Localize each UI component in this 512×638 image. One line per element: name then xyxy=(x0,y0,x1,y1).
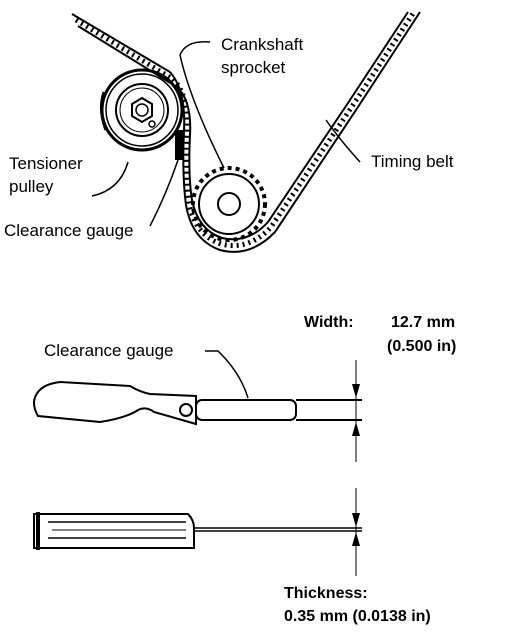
label-thickness-caption: Thickness: xyxy=(284,585,368,602)
label-timing-belt: Timing belt xyxy=(371,152,454,171)
label-width-caption: Width: xyxy=(304,314,354,331)
label-tensioner-pulley-line2: pulley xyxy=(9,177,54,196)
leader-line-gauge xyxy=(205,350,249,399)
tensioner-pulley xyxy=(99,68,184,152)
label-width-mm: 12.7 mm xyxy=(391,314,456,331)
crankshaft-sprocket xyxy=(191,166,267,242)
label-thickness-value: 0.35 mm (0.0138 in) xyxy=(284,608,431,625)
label-width-in: (0.500 in) xyxy=(387,338,457,355)
label-crankshaft-sprocket-line1: Crankshaft xyxy=(221,35,304,54)
label-tensioner-pulley-line1: Tensioner xyxy=(9,154,83,173)
label-crankshaft-sprocket-line2: sprocket xyxy=(221,58,286,77)
tensioner-nut-icon xyxy=(131,96,153,124)
gauge-top-view xyxy=(33,360,362,462)
clearance-gauge-insert xyxy=(175,130,183,160)
thickness-dimension-arrows xyxy=(352,513,360,546)
width-dimension-arrows xyxy=(352,384,360,436)
timing-belt xyxy=(71,10,421,253)
gauge-side-view xyxy=(33,488,362,576)
label-clearance-gauge-top: Clearance gauge xyxy=(4,221,134,240)
leader-lines-top xyxy=(91,41,361,227)
label-clearance-gauge-side: Clearance gauge xyxy=(44,341,174,360)
